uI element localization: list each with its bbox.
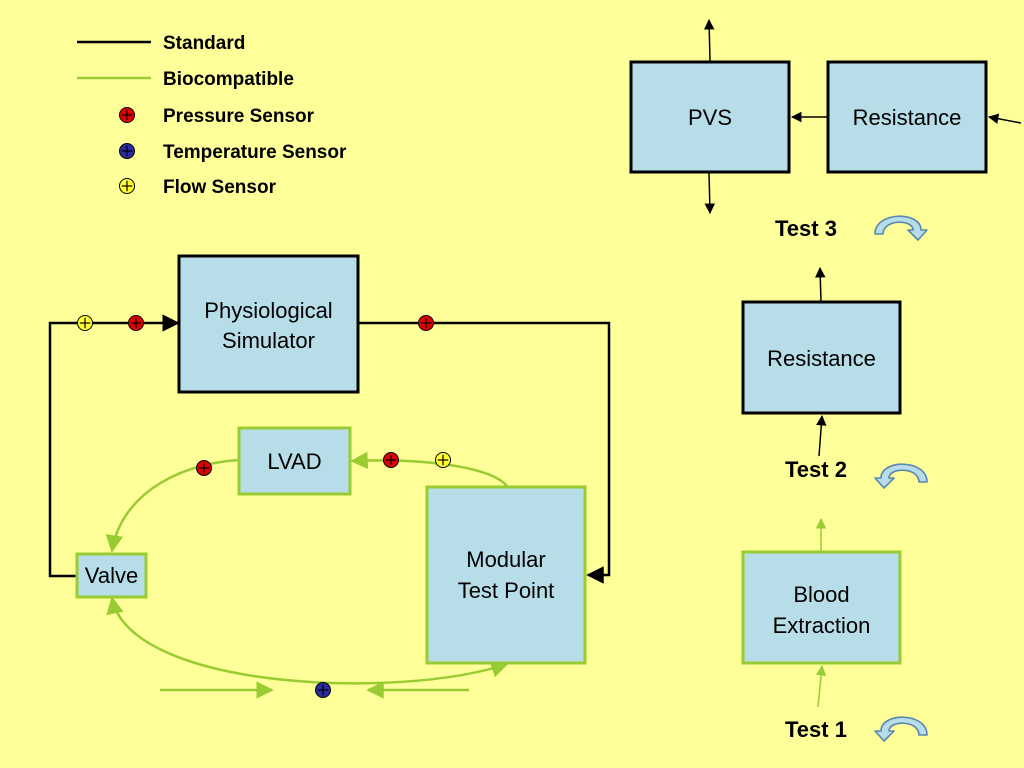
modular-test-point-label-line2: Test Point — [458, 578, 555, 603]
resistance-test3-label: Resistance — [853, 105, 962, 130]
pvs-outlet-up-arrow — [703, 18, 715, 62]
resistance-test2-label: Resistance — [767, 346, 876, 371]
node-modular-test-point: Modular Test Point — [425, 485, 587, 665]
node-blood-extraction: Blood Extraction — [741, 550, 902, 665]
legend-flow-sensor-icon — [119, 178, 135, 194]
modular-test-point-label-line1: Modular — [466, 547, 545, 572]
legend-temperature-sensor-label: Temperature Sensor — [163, 142, 347, 163]
test1-stage: Blood Extraction Test 1 — [741, 517, 928, 742]
resistance-outlet-up-arrow — [815, 266, 826, 303]
legend-biocompatible-label: Biocompatible — [163, 69, 294, 90]
standard-line-valve-to-simulator — [48, 314, 180, 578]
pressure-sensor-icon — [128, 315, 144, 331]
node-valve: Valve — [75, 552, 148, 599]
test2-stage: Resistance Test 2 — [741, 266, 928, 489]
blood-extraction-label-line2: Extraction — [773, 613, 871, 638]
inlet-to-resistance-arrow — [987, 113, 1022, 124]
valve-label: Valve — [85, 563, 138, 588]
test1-label: Test 1 — [785, 717, 847, 742]
pressure-sensor-icon — [418, 315, 434, 331]
flow-sensor-icon — [77, 315, 93, 331]
standard-line-simulator-to-test-point — [359, 321, 611, 584]
legend-temperature-sensor-icon — [119, 143, 135, 159]
sensors — [77, 315, 451, 698]
standard-circuit — [48, 314, 611, 584]
test3-stage: PVS Resistance Test 3 — [629, 18, 1022, 241]
test2-label: Test 2 — [785, 457, 847, 482]
bio-line-bottom-loop — [106, 596, 509, 685]
legend-flow-sensor-label: Flow Sensor — [163, 177, 277, 198]
loop-arrow-icon — [874, 215, 928, 241]
node-lvad: LVAD — [237, 426, 352, 496]
physiological-simulator-label-line1: Physiological — [204, 298, 332, 323]
node-physiological-simulator: Physiological Simulator — [177, 254, 360, 394]
legend-pressure-sensor-label: Pressure Sensor — [163, 106, 315, 127]
node-resistance-test3: Resistance — [826, 60, 988, 174]
test1-inlet-arrow — [815, 664, 827, 708]
lvad-label: LVAD — [267, 449, 321, 474]
blood-extraction-label-line1: Blood — [793, 582, 849, 607]
flow-sensor-icon — [435, 452, 451, 468]
test2-inlet-arrow — [816, 414, 827, 457]
test3-label: Test 3 — [775, 216, 837, 241]
temperature-sensor-icon — [315, 682, 331, 698]
pressure-sensor-icon — [383, 452, 399, 468]
physiological-simulator-label-line2: Simulator — [222, 328, 315, 353]
bio-line-lvad-to-valve — [105, 458, 239, 553]
legend-pressure-sensor-icon — [119, 107, 135, 123]
pressure-sensor-icon — [196, 460, 212, 476]
legend-standard-label: Standard — [163, 33, 245, 54]
pvs-label: PVS — [688, 105, 732, 130]
legend: Standard Biocompatible Pressure Sensor T… — [77, 33, 347, 198]
node-resistance-test2: Resistance — [741, 300, 902, 415]
bio-line-test-point-to-lvad — [350, 451, 508, 487]
pvs-outlet-down-arrow — [704, 172, 716, 215]
loop-arrow-icon — [874, 463, 928, 489]
node-pvs: PVS — [629, 60, 791, 174]
loop-arrow-icon — [874, 716, 928, 742]
